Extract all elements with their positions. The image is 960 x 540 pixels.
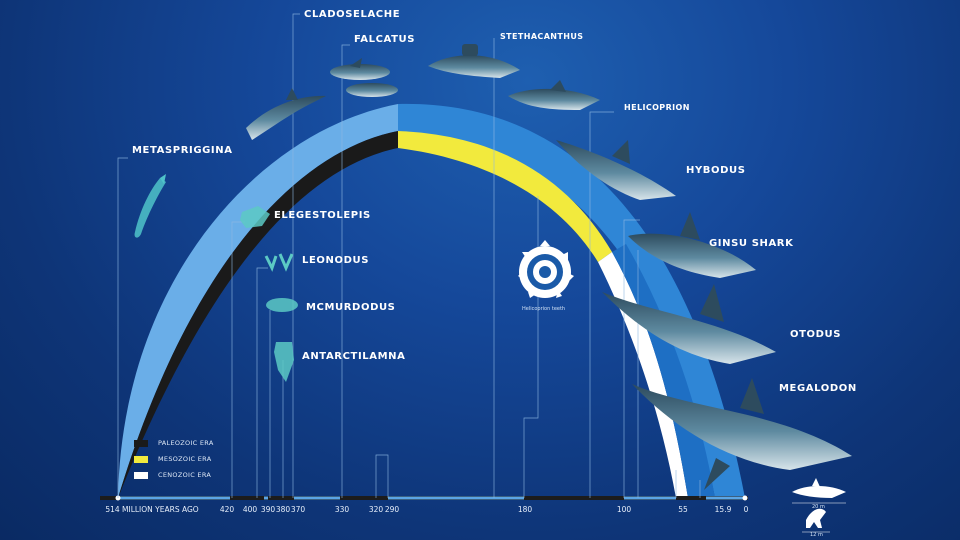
label-metaspriggina: METASPRIGGINA bbox=[132, 145, 233, 156]
label-ginsu-shark: GINSU SHARK bbox=[709, 238, 794, 249]
era-legend: PALEOZOIC ERA MESOZOIC ERA CENOZOIC ERA bbox=[134, 436, 214, 484]
legend-label-cenozoic: CENOZOIC ERA bbox=[158, 471, 212, 479]
legend-item-mesozoic: MESOZOIC ERA bbox=[134, 452, 214, 466]
legend-label-paleozoic: PALEOZOIC ERA bbox=[158, 439, 214, 447]
arc-end-dark bbox=[612, 244, 715, 498]
legend-label-mesozoic: MESOZOIC ERA bbox=[158, 455, 212, 463]
legend-swatch-cenozoic bbox=[134, 471, 148, 479]
tick-100: 100 bbox=[616, 505, 632, 514]
scale-shark-icon bbox=[792, 478, 846, 504]
tick-514: 514 MILLION YEARS AGO bbox=[105, 505, 199, 514]
tick-400: 400 bbox=[242, 505, 258, 514]
tick-0: 0 bbox=[743, 505, 749, 514]
elegestolepis-figure bbox=[240, 206, 270, 228]
leonodus-figure bbox=[264, 253, 294, 272]
tick-380: 380 bbox=[275, 505, 291, 514]
tick-320: 320 bbox=[368, 505, 384, 514]
label-otodus: OTODUS bbox=[790, 329, 842, 340]
label-elegestolepis: ELEGESTOLEPIS bbox=[274, 210, 371, 221]
label-falcatus: FALCATUS bbox=[354, 34, 416, 45]
legend-swatch-mesozoic bbox=[134, 455, 148, 463]
falcatus-figure bbox=[330, 58, 398, 97]
ginsu-shark-figure bbox=[628, 212, 756, 278]
label-stethacanthus: STETHACANTHUS bbox=[500, 32, 584, 41]
label-megalodon: MEGALODON bbox=[779, 383, 857, 394]
metaspriggina-figure bbox=[134, 174, 166, 238]
scale-dino-icon bbox=[802, 508, 830, 533]
helicoprion-teeth-caption: Helicoprion teeth bbox=[522, 306, 566, 312]
mesozoic-band bbox=[398, 131, 612, 262]
cladoselache-figure bbox=[246, 88, 326, 140]
label-helicoprion: HELICOPRION bbox=[624, 103, 690, 112]
legend-item-cenozoic: CENOZOIC ERA bbox=[134, 468, 214, 482]
cenozoic-band bbox=[598, 252, 688, 498]
megalodon-figure bbox=[632, 378, 852, 490]
tick-420: 420 bbox=[219, 505, 235, 514]
otodus-figure bbox=[602, 284, 776, 364]
antarctilamna-figure bbox=[274, 342, 294, 382]
tick-290: 290 bbox=[384, 505, 400, 514]
stethacanthus-figure bbox=[428, 44, 520, 78]
label-leonodus: LEONODUS bbox=[302, 255, 369, 266]
timeline bbox=[100, 495, 748, 501]
label-mcmurdodus: MCMURDODUS bbox=[306, 302, 396, 313]
label-hybodus: HYBODUS bbox=[686, 165, 746, 176]
mcmurdodus-figure bbox=[266, 298, 298, 312]
arc-outer-band-right bbox=[398, 103, 745, 498]
arc-outer-band-left bbox=[118, 104, 398, 498]
tick-55: 55 bbox=[678, 505, 688, 514]
tick-15-9: 15.9 bbox=[714, 505, 732, 514]
legend-swatch-paleozoic bbox=[134, 439, 148, 447]
hybodus-figure bbox=[556, 140, 676, 200]
scale-shark-length: 20 m bbox=[812, 504, 825, 510]
era-arc bbox=[118, 103, 745, 498]
label-antarctilamna: ANTARCTILAMNA bbox=[302, 351, 406, 362]
legend-item-paleozoic: PALEOZOIC ERA bbox=[134, 436, 214, 450]
helicoprion-figure bbox=[508, 80, 600, 110]
tick-330: 330 bbox=[334, 505, 350, 514]
tick-180: 180 bbox=[517, 505, 533, 514]
tick-390: 390 bbox=[260, 505, 276, 514]
scale-dino-length: 12 m bbox=[810, 532, 823, 538]
leader-lines bbox=[117, 13, 701, 498]
tick-370: 370 bbox=[290, 505, 306, 514]
helicoprion-teeth-figure bbox=[518, 240, 574, 298]
label-cladoselache: CLADOSELACHE bbox=[304, 9, 401, 20]
